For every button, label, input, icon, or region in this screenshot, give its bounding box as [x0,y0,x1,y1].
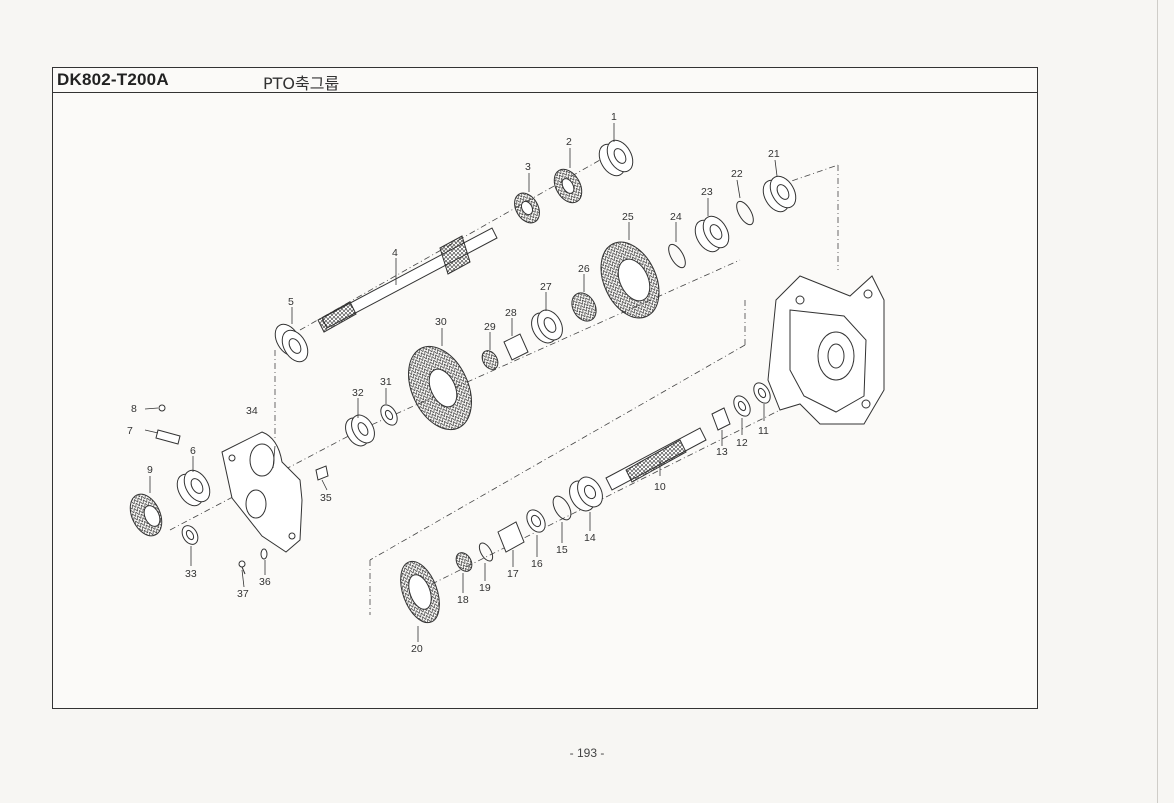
callout-25: 25 [622,211,634,223]
part-27-bearing [531,309,563,344]
part-37-bolt [238,560,246,575]
callout-28: 28 [505,307,517,319]
part-11-bearing [753,382,771,404]
part-3-gear [514,192,540,224]
part-5-seal [274,323,309,363]
callout-1: 1 [611,111,617,123]
part-9-gear [129,493,163,537]
callout-23: 23 [701,186,713,198]
part-10-shaft [605,427,707,491]
part-12-bearing [733,395,751,417]
page-number: - 193 - [569,746,605,760]
page-edge-line [1157,0,1158,803]
callout-32: 32 [352,387,364,399]
callout-17: 17 [507,568,519,580]
part-33-bearing [181,525,199,545]
part-21-seal [762,175,797,213]
part-14-bearing [569,476,603,512]
callout-33: 33 [185,568,197,580]
part-20-gear [400,560,440,624]
part-35-pin [315,465,329,481]
model-code: DK802-T200A [57,70,169,89]
part-36-washer [260,548,268,560]
part-17-collar [497,521,525,553]
part-31-washer [380,404,398,426]
part-34-cover-plate [221,431,303,553]
part-22-snap-ring [736,200,754,226]
callout-12: 12 [736,437,748,449]
callout-8: 8 [131,403,137,415]
part-23-bearing [694,215,730,253]
part-32-bearing [345,414,375,447]
callout-leaders [144,123,778,642]
callout-9: 9 [147,464,153,476]
diagram-frame: DK802-T200A PTO축그룹 [52,67,1038,709]
part-1-bearing [598,139,634,177]
callout-5: 5 [288,296,294,308]
part-26-needle-bearing [571,292,597,322]
callout-6: 6 [190,445,196,457]
part-25-gear [600,241,660,319]
callout-35: 35 [320,492,332,504]
callout-15: 15 [556,544,568,556]
header-bar: DK802-T200A PTO축그룹 [53,68,1037,93]
part-29-needle-bearing [481,350,499,370]
part-15-snap-ring [552,495,572,521]
group-title: PTO축그룹 [263,74,340,93]
callout-labels: 1 2 3 4 5 6 7 8 9 10 11 12 13 14 15 16 1… [127,111,780,655]
part-28-collar [503,333,529,361]
callout-36: 36 [259,576,271,588]
callout-20: 20 [411,643,423,655]
callout-27: 27 [540,281,552,293]
callout-3: 3 [525,161,531,173]
callout-22: 22 [731,168,743,180]
part-13-collar [711,407,731,431]
part-7-key [155,429,181,445]
callout-18: 18 [457,594,469,606]
part-16-bearing [526,509,546,533]
part-19-snap-ring [478,542,494,562]
callout-13: 13 [716,446,728,458]
callout-31: 31 [380,376,392,388]
callout-21: 21 [768,148,780,160]
part-8-screw [158,404,166,412]
callout-30: 30 [435,316,447,328]
callout-2: 2 [566,136,572,148]
part-6-bearing [176,469,211,507]
callout-16: 16 [531,558,543,570]
part-18-needle-bearing [455,552,473,572]
transmission-housing [767,275,885,425]
part-24-snap-ring [668,243,686,269]
part-30-gear [408,345,472,431]
callout-7: 7 [127,425,133,437]
callout-19: 19 [479,582,491,594]
callout-24: 24 [670,211,682,223]
callout-10: 10 [654,481,666,493]
callout-34: 34 [246,405,258,417]
part-4-shaft [317,227,498,333]
callout-37: 37 [237,588,249,600]
callout-14: 14 [584,532,596,544]
callout-11: 11 [758,425,769,437]
callout-26: 26 [578,263,590,275]
part-2-gear [553,168,583,204]
callout-29: 29 [484,321,496,333]
callout-4: 4 [392,247,398,259]
